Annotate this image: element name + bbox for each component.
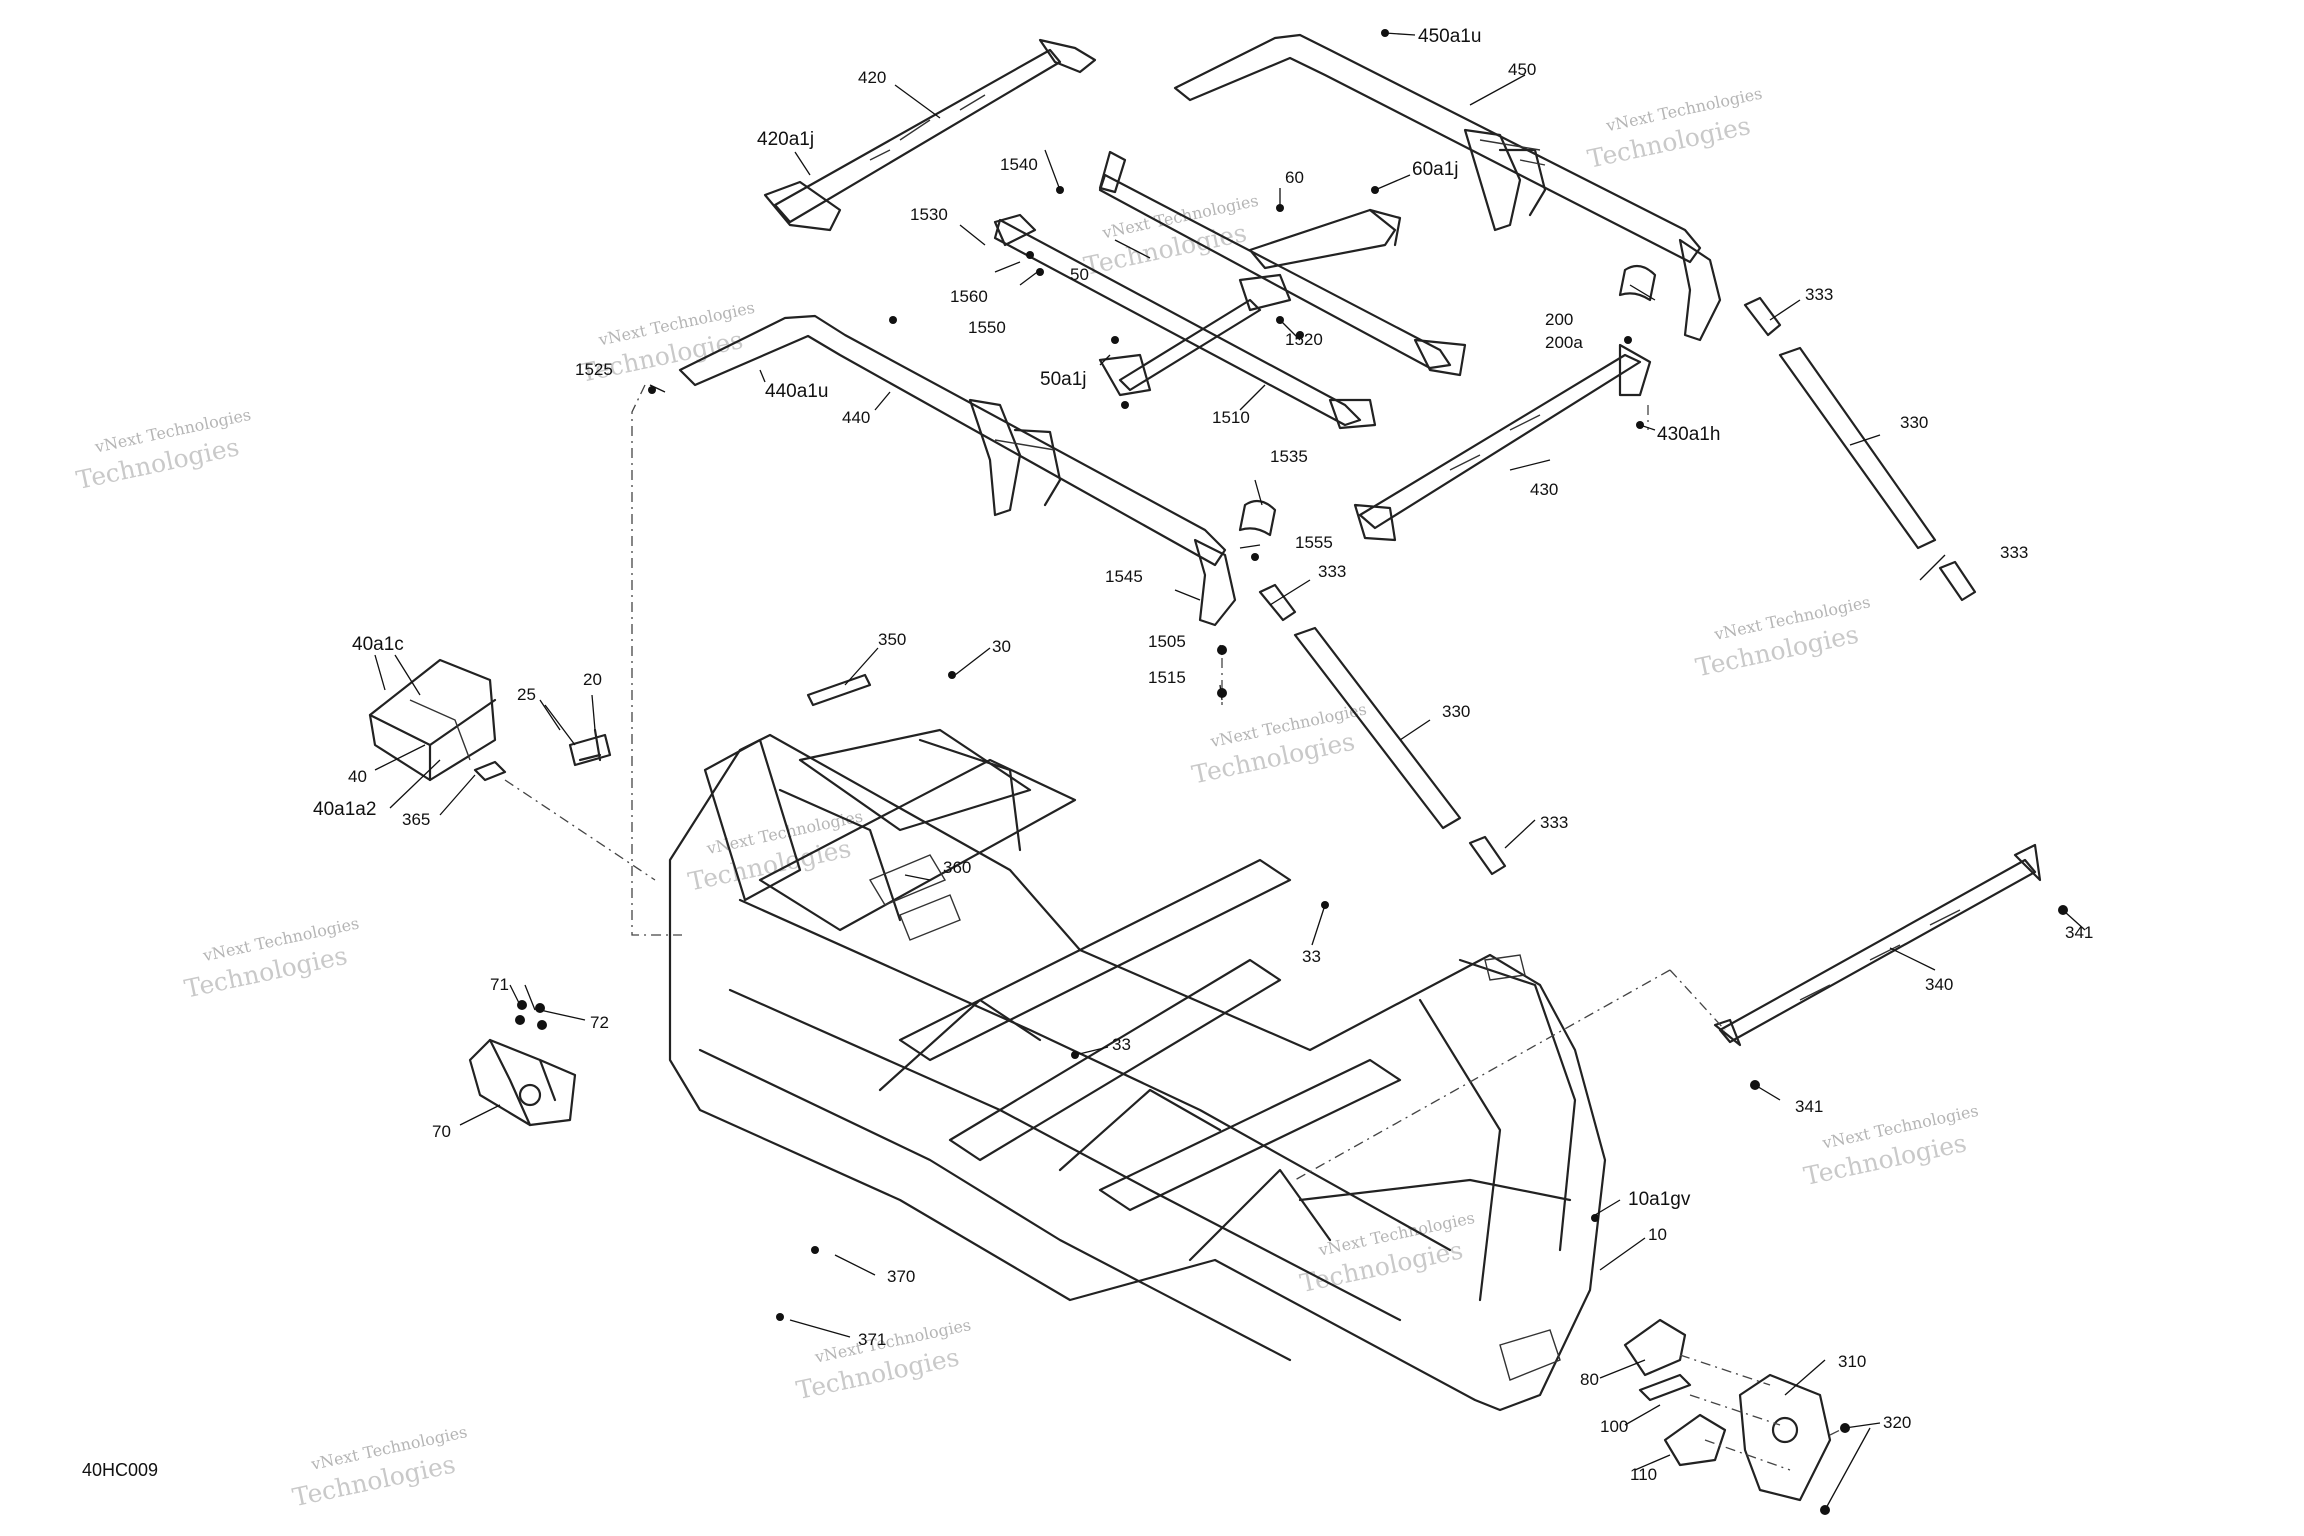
part-10-main-frame [668, 728, 1607, 1412]
callout-1545: 1545 [1105, 567, 1143, 586]
callout-60: 60 [1285, 168, 1304, 187]
callout-70: 70 [432, 1122, 451, 1141]
callout-420: 420 [858, 68, 886, 87]
part-60-crossbar [1098, 150, 1467, 377]
callout-1505: 1505 [1148, 632, 1186, 651]
watermark-7: vNext Technologies Technologies [1189, 699, 1368, 789]
leaders [374, 32, 2086, 1511]
part-200-clip [1618, 264, 1657, 302]
callout-100: 100 [1600, 1417, 1628, 1436]
callout-420a1j: 420a1j [757, 129, 814, 150]
callout-80: 80 [1580, 1370, 1599, 1389]
part-440-rollbar [678, 314, 1237, 627]
callout-370: 370 [887, 1267, 915, 1286]
part-310-mount [1738, 1373, 1832, 1502]
fastener-dots [515, 29, 2068, 1515]
callout-320: 320 [1883, 1413, 1911, 1432]
part-330-lower-strut [1258, 583, 1507, 876]
callout-430a1h: 430a1h [1657, 424, 1720, 445]
part-40-bracket [368, 658, 497, 782]
callout-350: 350 [878, 630, 906, 649]
watermark-1: vNext Technologies Technologies [74, 405, 253, 495]
callout-330-a: 330 [1900, 413, 1928, 432]
part-330-upper-strut [1743, 296, 1977, 602]
callout-333-d: 333 [1540, 813, 1568, 832]
callout-333-c: 333 [1318, 562, 1346, 581]
callout-371: 371 [858, 1330, 886, 1349]
callout-1510: 1510 [1212, 408, 1250, 427]
callout-310: 310 [1838, 1352, 1866, 1371]
callout-60a1j: 60a1j [1412, 159, 1459, 180]
part-50-crossbar [993, 213, 1377, 430]
callout-333-b: 333 [2000, 543, 2028, 562]
callout-labels: 420 420a1j 1540 1530 1560 1550 50 60 60a… [313, 26, 2093, 1484]
callout-110: 110 [1630, 1465, 1657, 1484]
callout-341-b: 341 [1795, 1097, 1823, 1116]
callout-200: 200 [1545, 310, 1573, 329]
callout-25: 25 [517, 685, 536, 704]
watermarks: vNext Technologies Technologies vNext Te… [74, 84, 1980, 1513]
part-420-tube [763, 38, 1097, 232]
callout-50a1j: 50a1j [1040, 369, 1087, 390]
callout-341-a: 341 [2065, 923, 2093, 942]
callout-72: 72 [590, 1013, 609, 1032]
watermark-3: vNext Technologies Technologies [1081, 191, 1260, 281]
callout-333-a: 333 [1805, 285, 1833, 304]
watermark-10: vNext Technologies Technologies [794, 1315, 973, 1405]
callout-440a1u: 440a1u [765, 381, 828, 402]
part-110-bracket [1663, 1413, 1727, 1467]
callout-450a1u: 450a1u [1418, 26, 1481, 47]
callout-1555: 1555 [1295, 533, 1333, 552]
callout-430: 430 [1530, 480, 1558, 499]
callout-40a1a2: 40a1a2 [313, 799, 376, 820]
callout-33-a: 33 [1302, 947, 1321, 966]
callout-200a: 200a [1545, 333, 1583, 352]
callout-30: 30 [992, 637, 1011, 656]
callout-1520: 1520 [1285, 330, 1323, 349]
callout-20: 20 [583, 670, 602, 689]
callout-360: 360 [943, 858, 971, 877]
callout-1525: 1525 [575, 360, 613, 379]
callout-340: 340 [1925, 975, 1953, 994]
callout-50: 50 [1070, 265, 1089, 284]
watermark-8: vNext Technologies Technologies [1693, 592, 1872, 682]
watermark-11: vNext Technologies Technologies [1297, 1208, 1476, 1298]
part-80-bracket [1623, 1318, 1687, 1377]
callout-1530: 1530 [910, 205, 948, 224]
callout-40: 40 [348, 767, 367, 786]
callout-40a1c: 40a1c [352, 634, 404, 655]
watermark-9: vNext Technologies Technologies [290, 1422, 469, 1512]
drawing-code: 40HC009 [82, 1460, 158, 1480]
watermark-4: vNext Technologies Technologies [1585, 84, 1764, 174]
callout-440: 440 [842, 408, 870, 427]
callout-71: 71 [490, 975, 509, 994]
callout-33-b: 33 [1112, 1035, 1131, 1054]
part-365-plate [473, 760, 507, 782]
part-430-tube [1353, 343, 1652, 542]
callout-1540: 1540 [1000, 155, 1038, 174]
callout-1515: 1515 [1148, 668, 1186, 687]
part-450-rollbar [1173, 33, 1722, 342]
callout-450: 450 [1508, 60, 1536, 79]
callout-10: 10 [1648, 1225, 1667, 1244]
part-70-mount [468, 1038, 577, 1127]
watermark-12: vNext Technologies Technologies [1801, 1101, 1980, 1191]
part-340-tube [1713, 843, 2042, 1047]
part-20-pins [568, 728, 612, 767]
callout-1560: 1560 [950, 287, 988, 306]
part-1535-clip [1238, 499, 1277, 537]
assembly-lines [504, 384, 1841, 1471]
callout-1550: 1550 [968, 318, 1006, 337]
part-100-plate [1638, 1373, 1692, 1402]
part-350-plate [806, 673, 872, 707]
watermark-5: vNext Technologies Technologies [182, 914, 361, 1004]
callout-365: 365 [402, 810, 430, 829]
callout-10a1gv: 10a1gv [1628, 1189, 1691, 1210]
callout-330-b: 330 [1442, 702, 1470, 721]
callout-1535: 1535 [1270, 447, 1308, 466]
